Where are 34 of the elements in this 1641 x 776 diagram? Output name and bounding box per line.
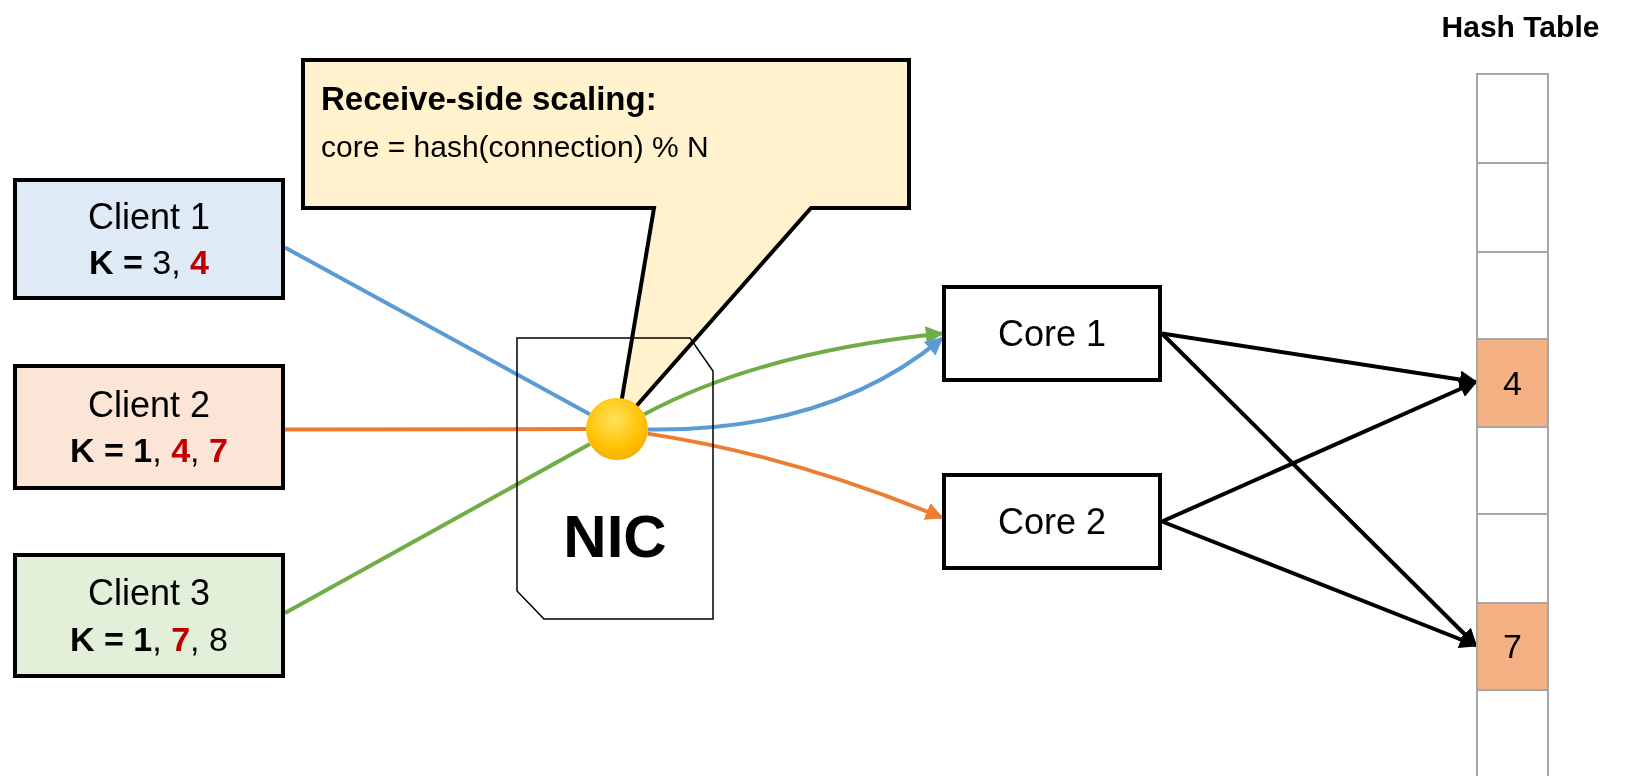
core-label: Core 2	[997, 500, 1107, 543]
arrow	[643, 326, 944, 417]
client-label: Client 2	[87, 382, 211, 427]
table-cell	[1476, 162, 1549, 253]
table-cell	[1476, 338, 1549, 428]
arrow	[1161, 331, 1478, 389]
cell-value: 4	[1503, 363, 1522, 403]
arrow	[1161, 380, 1478, 524]
table-cell	[1476, 513, 1549, 604]
table-cell	[1476, 73, 1549, 164]
arrow	[647, 431, 944, 520]
key-list: K = 1, 7, 8	[70, 616, 228, 661]
table-cell	[1476, 689, 1549, 776]
client-box	[13, 364, 285, 490]
key-list: K = 3, 4	[89, 240, 209, 285]
arrow	[648, 336, 944, 432]
client-label: Client 1	[87, 194, 211, 239]
table-cell	[1476, 251, 1549, 340]
core-box	[942, 285, 1162, 382]
client-box	[13, 553, 285, 678]
table-cell	[1476, 426, 1549, 515]
formula-text: core = hash(connection) % N	[321, 130, 709, 164]
client-box	[13, 178, 285, 300]
nic-label: NIC	[562, 502, 668, 571]
arrow	[1161, 519, 1478, 648]
hash-point	[586, 398, 648, 460]
core-box	[942, 473, 1162, 570]
cell-value: 7	[1503, 627, 1522, 666]
table-title: Hash Table	[1440, 10, 1601, 44]
table-cell	[1476, 602, 1549, 691]
core-label: Core 1	[997, 312, 1107, 355]
callout-title: Receive-side scaling:	[321, 80, 657, 118]
client-label: Client 3	[87, 571, 211, 615]
key-list: K = 1, 4, 7	[70, 428, 228, 473]
